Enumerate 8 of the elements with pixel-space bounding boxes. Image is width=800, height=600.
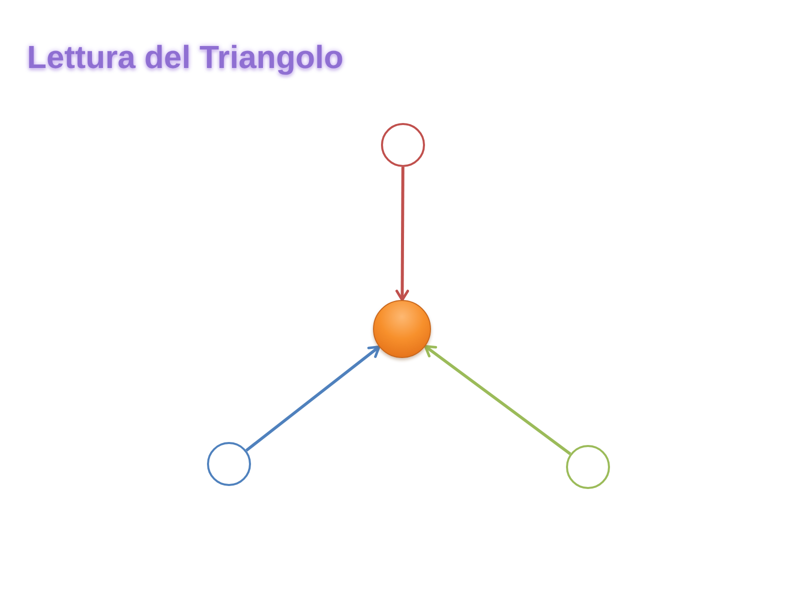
hollow-circle <box>381 123 425 167</box>
title: Lettura del Triangolo <box>27 38 344 76</box>
arrow <box>424 345 572 456</box>
hollow-circle <box>207 442 251 486</box>
hollow-circle <box>566 445 610 489</box>
arrow <box>395 166 410 302</box>
shaded-ball <box>373 300 431 358</box>
arrow <box>245 346 380 452</box>
